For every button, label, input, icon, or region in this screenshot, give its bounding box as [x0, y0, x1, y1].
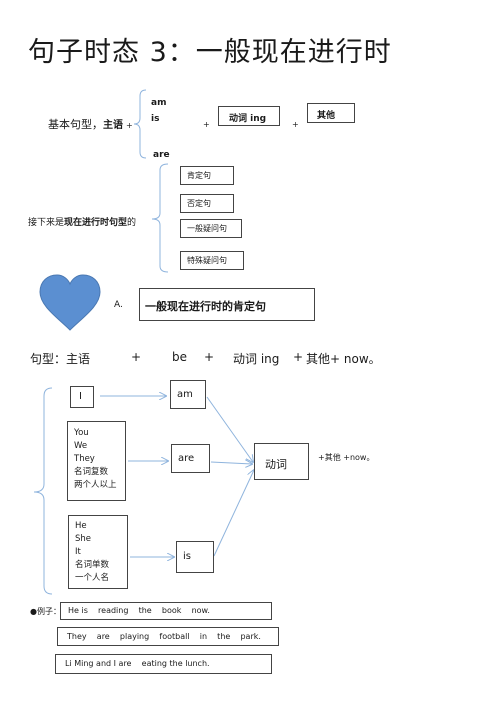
basic-plus-2: +	[203, 120, 210, 129]
type-general-question: 一般疑问句	[180, 219, 242, 238]
type-special-question: 特殊疑问句	[180, 251, 244, 270]
pattern-rest: 其他+ now。	[306, 352, 381, 366]
subject-singular-box: He She It 名词单数 一个人名	[68, 515, 128, 589]
subject-plural-item: They	[74, 454, 95, 464]
type-affirmative: 肯定句	[180, 166, 234, 185]
subject-plural-item: You	[74, 428, 89, 438]
page-title: 句子时态 3：一般现在进行时	[28, 37, 392, 68]
other-box: 其他	[307, 103, 355, 123]
subject-plural-item: We	[74, 441, 88, 451]
types-intro: 接下来是现在进行时句型的	[28, 215, 136, 228]
examples-label: ●例子：	[30, 607, 61, 616]
be-is-box: is	[176, 541, 214, 573]
basic-pattern-label: 基本句型，主语+	[48, 116, 133, 132]
pattern-be: be	[172, 350, 187, 364]
subject-plural-box: You We They 名词复数 两个人以上	[67, 421, 126, 501]
pattern-plus-1: +	[131, 350, 142, 364]
verb-tail: +其他 +now。	[318, 453, 375, 462]
be-are-box: are	[171, 444, 210, 473]
heart-icon	[39, 274, 101, 331]
subject-singular-item: It	[75, 547, 81, 557]
subject-plural-item: 两个人以上	[74, 480, 117, 490]
example-sentence: They are playing football in the park.	[57, 627, 279, 646]
pattern-verb: 动词 ing	[233, 352, 280, 366]
subject-singular-item: He	[75, 521, 87, 531]
example-sentence: Li Ming and I are eating the lunch.	[55, 654, 272, 674]
example-sentence: He is reading the book now.	[60, 602, 272, 620]
types-intro-prefix: 接下来是	[28, 218, 65, 228]
subject-singular-item: 名词单数	[75, 560, 110, 570]
pattern-plus-3: +	[293, 350, 304, 364]
subject-singular-item: 一个人名	[75, 573, 110, 583]
basic-subject: 主语	[103, 120, 123, 131]
basic-plus-3: +	[292, 120, 299, 129]
subject-plural-item: 名词复数	[74, 467, 109, 477]
be-form-are: are	[153, 150, 170, 160]
be-form-is: is	[151, 114, 160, 124]
section-letter: A.	[114, 300, 123, 310]
section-title-box: 一般现在进行时的肯定句	[139, 288, 315, 321]
be-am-box: am	[170, 380, 206, 409]
pattern-plus-2: +	[204, 350, 215, 364]
type-negative: 否定句	[180, 194, 234, 213]
subject-singular-item: She	[75, 534, 92, 544]
subject-i-box: I	[70, 386, 94, 408]
verb-ing-box: 动词 ing	[218, 106, 280, 126]
types-intro-bold: 现在进行时句型	[64, 218, 128, 228]
be-form-am: am	[151, 98, 167, 108]
basic-pattern-text: 基本句型，	[48, 118, 103, 131]
basic-plus-1: +	[126, 121, 133, 130]
types-intro-suffix: 的	[127, 218, 137, 228]
pattern-label: 句型：主语	[30, 352, 91, 366]
verb-box: 动词	[254, 443, 309, 480]
